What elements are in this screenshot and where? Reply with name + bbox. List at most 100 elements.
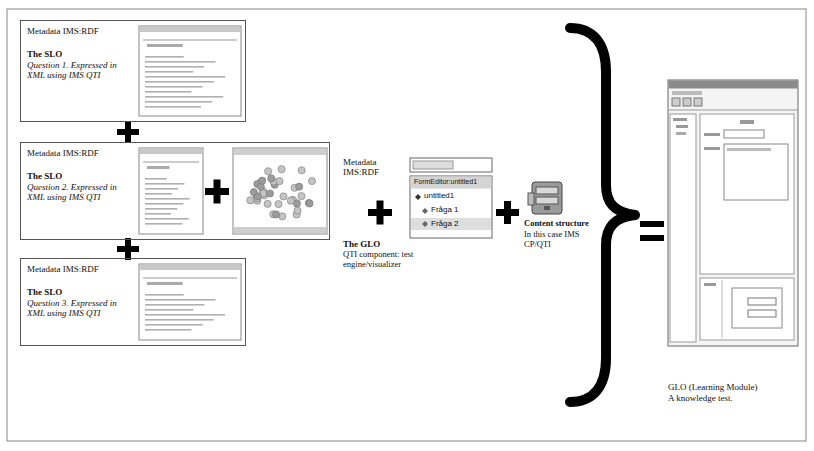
- plus-sign: [496, 201, 519, 224]
- window-title: [411, 177, 492, 189]
- svg-circle-shape: [276, 178, 283, 185]
- svg-rect-shape: [140, 149, 202, 154]
- svg-circle-shape: [278, 166, 285, 173]
- toolbar-icon: [672, 98, 680, 106]
- slo-description: Question 1. Expressed in XML using IMS Q…: [27, 60, 135, 81]
- slo-box: Metadata IMS:RDFThe SLOQuestion 2. Expre…: [20, 142, 330, 240]
- tree-bullet: [422, 208, 428, 214]
- plus-bar: [125, 238, 131, 260]
- cabinet-drawer: [536, 187, 558, 194]
- plus-sign: [117, 238, 139, 260]
- cabinet-drawer: [536, 197, 558, 204]
- plus-bar: [125, 121, 131, 143]
- svg-rect-shape: [145, 66, 204, 68]
- window-field: [413, 161, 453, 169]
- form-field: [724, 130, 764, 138]
- cabinet-side: [528, 193, 534, 205]
- plus-sign: [205, 180, 229, 204]
- svg-rect-shape: [145, 76, 225, 78]
- app-titlebar: [669, 81, 798, 89]
- svg-circle-shape: [268, 175, 275, 182]
- svg-rect-shape: [145, 96, 223, 98]
- plus-bar: [504, 201, 511, 224]
- caption-text: A knowledge test.: [668, 393, 733, 403]
- form-caption: [704, 147, 720, 150]
- screenshot-text: FormEditor:untitled1: [414, 178, 477, 186]
- svg-rect-shape: [147, 44, 183, 47]
- svg-circle-shape: [275, 200, 282, 207]
- svg-circle-shape: [305, 199, 312, 206]
- slo-heading: The SLO: [27, 49, 135, 59]
- slo-box: Metadata IMS:RDF The SLOQuestion 1. Expre…: [20, 20, 246, 122]
- equals-bar: [640, 235, 664, 241]
- panel-line: [673, 118, 687, 121]
- plus-sign: [368, 201, 392, 225]
- panel-divider: [722, 280, 723, 338]
- caption-text: Metadata IMS:RDF: [343, 157, 391, 178]
- svg-circle-shape: [296, 183, 303, 190]
- app-bottom-panel: [700, 278, 794, 340]
- toolbar-icon: [694, 98, 702, 106]
- svg-circle-shape: [247, 197, 254, 204]
- svg-rect-shape: [145, 86, 203, 88]
- app-screenshot: [668, 80, 798, 346]
- app-side-panel: [670, 114, 696, 342]
- curly-brace: [570, 28, 635, 402]
- metadata-text: Metadata IMS:RDF: [27, 26, 135, 36]
- svg-circle-shape: [280, 193, 287, 200]
- panel-line: [676, 132, 686, 135]
- svg-circle-shape: [294, 207, 301, 214]
- svg-rect-shape: [145, 81, 214, 83]
- form-area: [724, 144, 788, 200]
- tree-window: [410, 158, 492, 238]
- svg-rect-shape: [140, 27, 240, 32]
- cabinet-handle: [544, 206, 550, 210]
- panel-line: [676, 125, 688, 128]
- cabinet-icon: [528, 182, 562, 214]
- svg-circle-shape: [259, 177, 266, 184]
- tree-bullet: [422, 221, 428, 227]
- slo-box: Metadata IMS:RDFThe SLOQuestion 3. Expre…: [20, 258, 246, 346]
- svg-line-shape: [143, 278, 237, 279]
- screenshot-thumbnail: [139, 264, 241, 340]
- svg-rect-shape: [145, 183, 184, 185]
- text-column: Metadata IMS:RDFThe SLOQuestion 2. Expre…: [27, 148, 135, 202]
- app-frame: [668, 80, 798, 346]
- svg-rect-shape: [145, 294, 184, 296]
- svg-rect-shape: [145, 101, 212, 103]
- form-caption: [704, 133, 720, 136]
- answer-field: [748, 298, 776, 305]
- svg-rect-shape: [234, 227, 326, 233]
- metadata-text: Metadata IMS:RDF: [27, 264, 135, 274]
- plus-sign: [117, 121, 139, 143]
- svg-rect-shape: [145, 218, 189, 220]
- svg-rect-shape: [145, 213, 171, 215]
- screenshot-text: Fråga 1: [431, 205, 459, 214]
- caption-text: In this case IMS CP/QTI: [524, 230, 594, 250]
- svg-rect-shape: [145, 106, 201, 108]
- svg-rect-shape: [145, 299, 216, 301]
- cabinet-body: [532, 182, 562, 214]
- svg-rect-shape: [147, 282, 183, 285]
- svg-rect-shape: [234, 149, 326, 155]
- caption-text: Content structure: [524, 219, 589, 229]
- equals-bar: [640, 221, 664, 227]
- svg-rect-shape: [145, 56, 184, 58]
- svg-rect-shape: [147, 166, 169, 169]
- caption-text: QTI component: test engine/visualizer: [343, 250, 415, 270]
- svg-circle-shape: [298, 193, 305, 200]
- toolbar-icon: [683, 98, 691, 106]
- text-column: Metadata IMS:RDFThe SLOQuestion 3. Expre…: [27, 264, 135, 318]
- caption-text: GLO (Learning Module): [668, 382, 757, 392]
- selected-row: [411, 218, 491, 230]
- svg-rect-shape: [145, 324, 203, 326]
- svg-rect-shape: [145, 319, 214, 321]
- svg-circle-shape: [306, 200, 313, 207]
- slo-description: Question 2. Expressed in XML using IMS Q…: [27, 182, 135, 203]
- metadata-text: Metadata IMS:RDF: [27, 148, 135, 158]
- svg-rect-shape: [145, 188, 178, 190]
- svg-rect-shape: [139, 264, 241, 340]
- answer-box: [732, 288, 782, 328]
- screenshot-text: Fråga 2: [431, 219, 459, 228]
- slo-description: Question 3. Expressed in XML using IMS Q…: [27, 298, 135, 319]
